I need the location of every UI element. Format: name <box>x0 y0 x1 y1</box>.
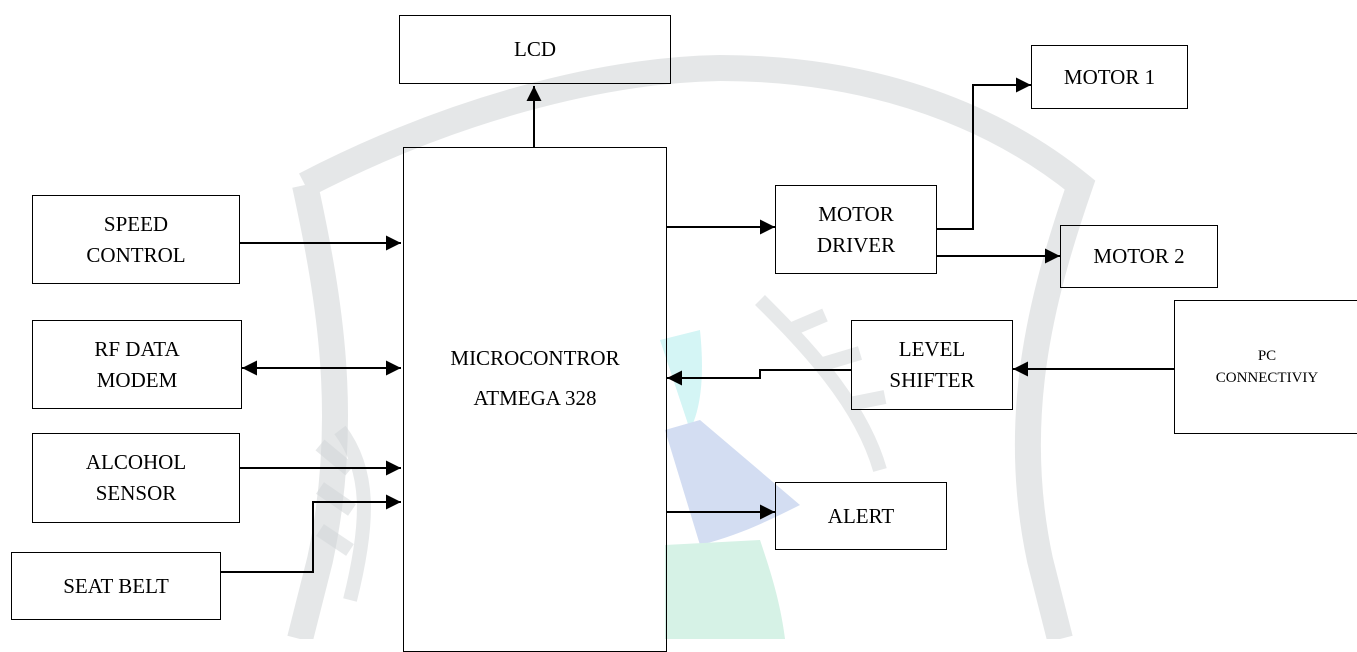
wire-driver-to-motor1 <box>937 77 1031 230</box>
alert-block: ALERT <box>775 482 947 550</box>
seat-belt-block: SEAT BELT <box>11 552 221 620</box>
speed-control-label-line1: SPEED <box>103 211 169 236</box>
pc-connectivity-label-line1: PC <box>1257 348 1277 364</box>
level-shifter-block: LEVEL SHIFTER <box>851 320 1013 410</box>
motor-driver-block: MOTOR DRIVER <box>775 185 937 274</box>
lcd-block: LCD <box>399 15 671 84</box>
alcohol-sensor-block: ALCOHOL SENSOR <box>32 433 240 523</box>
level-shifter-label-line2: SHIFTER <box>889 368 975 392</box>
wire-shifter-to-mcu <box>667 369 851 386</box>
alert-label: ALERT <box>827 503 895 528</box>
microcontroller-label-line1: MICROCONTROR <box>450 346 620 370</box>
lcd-label: LCD <box>514 37 556 61</box>
seat-belt-label: SEAT BELT <box>63 573 169 598</box>
motor2-label: MOTOR 2 <box>1093 244 1185 268</box>
alcohol-sensor-label-line2: SENSOR <box>95 481 177 505</box>
motor-driver-label-line2: DRIVER <box>816 232 896 257</box>
speed-control-block: SPEED CONTROL <box>32 195 240 284</box>
level-shifter-label-line1: LEVEL <box>898 337 966 361</box>
motor-driver-label-line1: MOTOR <box>818 201 894 226</box>
wire-seatbelt-to-mcu <box>221 494 401 573</box>
watermark-leaf-left <box>315 425 371 602</box>
motor1-label: MOTOR 1 <box>1063 64 1156 89</box>
speed-control-label-line2: CONTROL <box>86 242 186 267</box>
pc-connectivity-label-line2: CONNECTIVIY <box>1215 370 1319 386</box>
watermark-leaf-right <box>755 295 887 472</box>
rf-modem-block: RF DATA MODEM <box>32 320 242 409</box>
microcontroller-block: MICROCONTROR ATMEGA 328 <box>403 147 667 652</box>
motor1-block: MOTOR 1 <box>1031 45 1188 109</box>
pc-connectivity-block: PC CONNECTIVIY <box>1174 300 1357 434</box>
alcohol-sensor-label-line1: ALCOHOL <box>85 450 187 474</box>
rf-modem-label-line1: RF DATA <box>94 336 180 361</box>
rf-modem-label-line2: MODEM <box>96 367 178 392</box>
watermark-green-segment <box>665 540 785 639</box>
motor2-block: MOTOR 2 <box>1060 225 1218 288</box>
microcontroller-label-line2: ATMEGA 328 <box>473 386 597 410</box>
